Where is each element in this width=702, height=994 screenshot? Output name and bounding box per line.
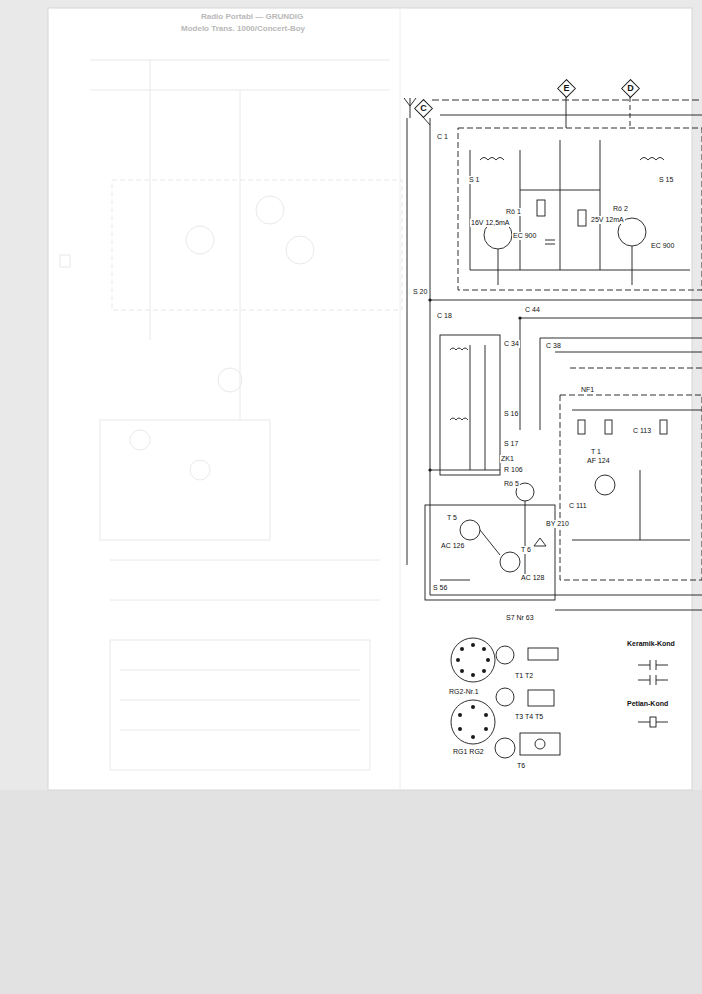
component-label: AF 124 xyxy=(586,457,611,465)
component-label: R 106 xyxy=(503,466,524,474)
component-label: T 1 xyxy=(590,448,602,456)
component-label: C 34 xyxy=(503,340,520,348)
component-label: RG1 RG2 xyxy=(452,748,485,756)
component-label: C 111 xyxy=(568,502,588,510)
component-label: Keramik-Kond xyxy=(626,640,676,648)
component-label: S 20 xyxy=(412,288,428,296)
component-label: S 15 xyxy=(658,176,674,184)
component-label: S 17 xyxy=(503,440,519,448)
component-label: C 44 xyxy=(524,306,541,314)
component-label: C 1 xyxy=(436,133,449,141)
component-label: S 16 xyxy=(503,410,519,418)
component-label: C 38 xyxy=(545,342,562,350)
component-label: T 5 xyxy=(446,514,458,522)
component-label: T6 xyxy=(516,762,526,770)
connector-letter: C xyxy=(420,104,427,113)
connector-letter: E xyxy=(563,84,569,93)
component-label: AC 128 xyxy=(520,574,545,582)
component-label: T3 T4 T5 xyxy=(514,713,544,721)
component-label: C 113 xyxy=(632,427,652,435)
component-label: 25V 12mA xyxy=(590,216,625,224)
component-label: S 1 xyxy=(468,176,481,184)
component-label: BY 210 xyxy=(545,520,570,528)
component-label: T 6 xyxy=(520,546,532,554)
component-label: EC 900 xyxy=(650,242,675,250)
component-label: ZK1 xyxy=(500,455,515,463)
bleed-through-title: Modelo Trans. 1000/Concert-Boy xyxy=(180,25,306,34)
component-label: NF1 xyxy=(580,386,595,394)
connector-diamond: E xyxy=(557,79,576,98)
bleed-through-title: Radio Portabl — GRUNDIG xyxy=(200,13,304,22)
connector-letter: D xyxy=(627,84,634,93)
component-label: Rö 5 xyxy=(503,480,520,488)
component-label: AC 126 xyxy=(440,542,465,550)
component-label: C 18 xyxy=(436,312,453,320)
component-label: EC 900 xyxy=(512,232,537,240)
component-label: Rö 2 xyxy=(612,205,629,213)
component-label: T1 T2 xyxy=(514,672,534,680)
component-label: S7 Nr 63 xyxy=(505,614,535,622)
component-label: Rö 1 xyxy=(505,208,522,216)
connector-diamond: C xyxy=(414,99,433,118)
component-label: 16V 12,5mA xyxy=(470,219,511,227)
component-label: S 56 xyxy=(432,584,448,592)
component-label: Petian-Kond xyxy=(626,700,669,708)
connector-diamond: D xyxy=(621,79,640,98)
component-label: RG2-Nr.1 xyxy=(448,688,480,696)
